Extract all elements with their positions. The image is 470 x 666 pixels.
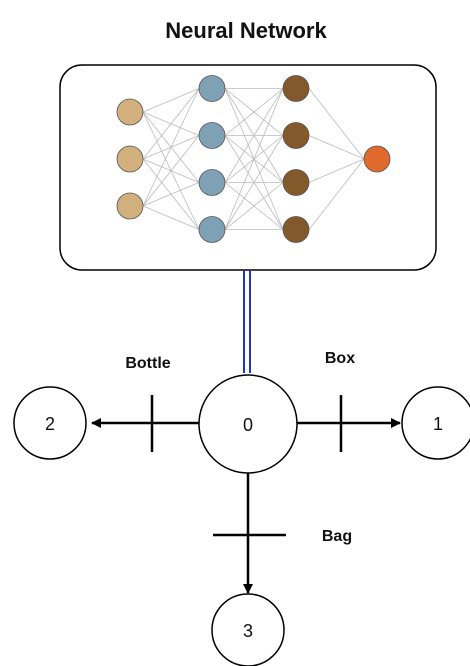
nn-edge-l1-3-1 <box>224 135 284 230</box>
nn-edge-l2-3-0 <box>308 158 365 230</box>
label-box: Box <box>325 350 355 367</box>
nn-node-layer2-1 <box>282 122 310 149</box>
nn-edge-l1-3-0 <box>224 88 284 230</box>
nn-edge-l0-2-3 <box>142 205 200 230</box>
diagram-title: Neural Network <box>165 18 327 43</box>
nn-node-layer2-0 <box>282 75 310 102</box>
nn-node-layer3-0 <box>363 145 391 173</box>
nn-edge-l2-2-0 <box>308 158 365 183</box>
nn-edge-l0-1-0 <box>142 88 200 160</box>
state-label-0: 0 <box>243 415 253 435</box>
nn-edge-l0-2-2 <box>142 182 200 207</box>
neural-network-edges <box>142 88 365 230</box>
state-label-2: 2 <box>45 414 55 434</box>
nn-node-layer2-2 <box>282 169 310 196</box>
neural-network-nodes <box>116 75 391 243</box>
nn-edge-l2-0-0 <box>308 88 365 160</box>
nn-node-layer1-0 <box>198 75 226 102</box>
nn-node-layer0-2 <box>116 192 144 220</box>
nn-node-layer1-3 <box>198 216 226 243</box>
nn-edge-l1-2-0 <box>224 88 284 183</box>
nn-edge-l0-2-1 <box>142 135 200 207</box>
state-node-3 <box>211 593 285 666</box>
nn-node-layer1-1 <box>198 122 226 149</box>
nn-node-layer1-2 <box>198 169 226 196</box>
state-node-1 <box>401 386 470 460</box>
label-bottle: Bottle <box>125 355 170 372</box>
nn-node-layer0-1 <box>116 145 144 173</box>
state-label-3: 3 <box>243 621 253 641</box>
state-label-1: 1 <box>433 414 443 434</box>
nn-node-layer2-3 <box>282 216 310 243</box>
nn-edge-l0-2-0 <box>142 88 200 207</box>
nn-node-layer0-0 <box>116 98 144 126</box>
nn-edge-l1-1-0 <box>224 88 284 136</box>
nn-edge-l0-0-0 <box>142 88 200 113</box>
state-node-0 <box>198 374 298 474</box>
label-bag: Bag <box>322 528 352 545</box>
state-node-2 <box>13 386 87 460</box>
nn-edge-l1-3-2 <box>224 182 284 230</box>
nn-edge-l2-1-0 <box>308 135 365 160</box>
